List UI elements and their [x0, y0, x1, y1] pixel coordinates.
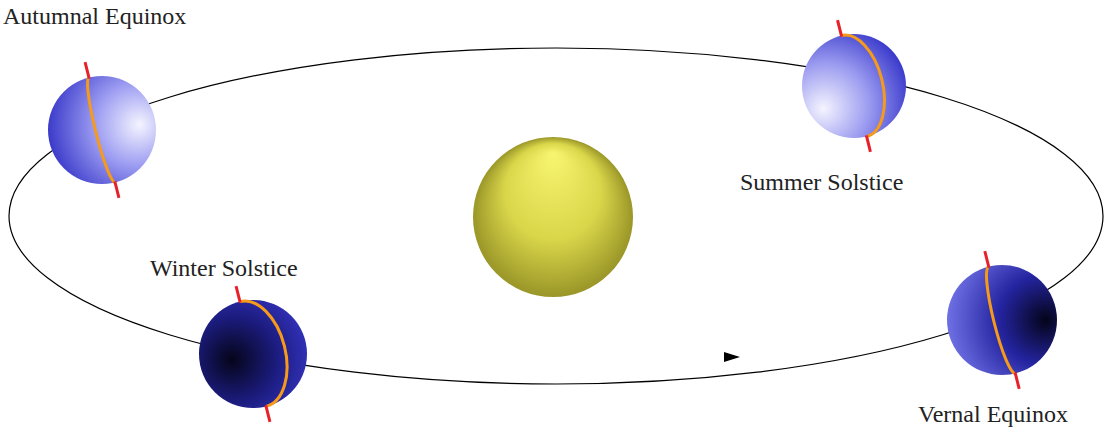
orbit-path	[9, 48, 1103, 384]
axis-line	[1015, 372, 1019, 388]
meridian-line	[83, 78, 115, 184]
earth	[48, 62, 156, 199]
axis-line	[866, 135, 870, 151]
earth-sphere	[48, 76, 156, 184]
meridian-line	[841, 29, 894, 137]
season-label: Winter Solstice	[150, 254, 298, 283]
season-label: Autumnal Equinox	[3, 2, 186, 31]
orbit-arrowhead	[724, 352, 740, 362]
meridian-line	[981, 267, 1016, 376]
axis-line	[115, 181, 119, 197]
season-label: Vernal Equinox	[918, 400, 1068, 429]
sun	[473, 137, 633, 297]
earth-sphere	[802, 34, 906, 138]
axis-line	[85, 62, 89, 78]
earth	[199, 278, 307, 422]
earth-group	[48, 13, 1057, 422]
earth-sphere	[199, 300, 307, 408]
axis-line	[266, 405, 270, 421]
earth	[802, 13, 906, 152]
meridian-line	[240, 294, 298, 407]
season-label: Summer Solstice	[740, 168, 903, 197]
earth	[947, 251, 1057, 391]
axis-line	[838, 20, 842, 36]
earth-sphere	[947, 265, 1057, 375]
axis-line	[236, 286, 240, 302]
axis-line	[985, 251, 989, 267]
